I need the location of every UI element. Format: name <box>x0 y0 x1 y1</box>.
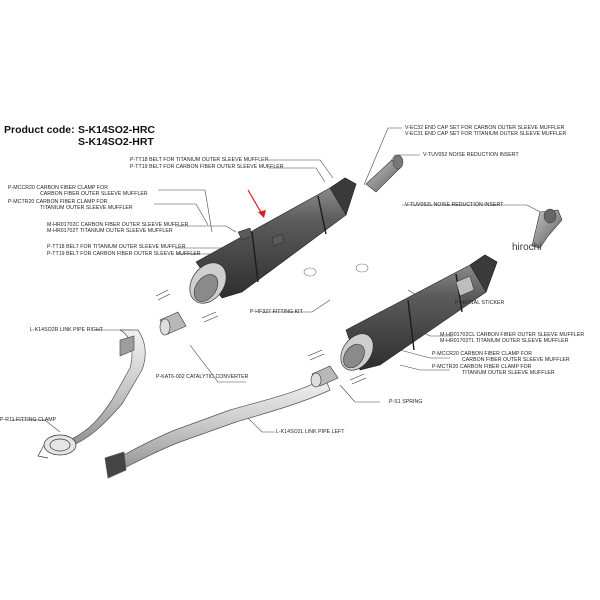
label-pmctr20-right-1: P-MCTR20 CARBON FIBER CLAMP FOR <box>432 364 532 370</box>
product-code-label: Product code: <box>4 124 75 136</box>
coupling-parts-shape <box>155 263 369 388</box>
noise-inserts-shape <box>365 154 563 249</box>
label-pmccr20-left-2: CARBON FIBER OUTER SLEEVE MUFFLER <box>40 191 148 197</box>
label-ps1: P-S1 SPRING <box>389 399 423 405</box>
label-mhr01702c: M-HR01702C CARBON FIBER OUTER SLEEVE MUF… <box>47 222 189 228</box>
fitting-clamp-shape <box>37 434 77 459</box>
watermark: hirochi <box>512 242 542 253</box>
label-pmccr20-right-1: P-MCCR20 CARBON FIBER CLAMP FOR <box>432 351 533 357</box>
label-vec32: V-EC32 END CAP SET FOR CARBON OUTER SLEE… <box>405 125 565 131</box>
label-pr11: P-R11 FITTING CLAMP <box>0 417 57 423</box>
label-ptt19-mid: P-TT19 BELT FOR CARBON FIBER OUTER SLEEV… <box>47 251 201 257</box>
label-pmctr20-left-1: P-MCTR20 CARBON FIBER CLAMP FOR <box>8 199 108 205</box>
product-code-1: S-K14SO2-HRC <box>78 124 156 136</box>
label-pmccr20-right-2: CARBON FIBER OUTER SLEEVE MUFFLER <box>462 357 570 363</box>
label-vec31: V-EC31 END CAP SET FOR TITANIUM OUTER SL… <box>405 131 567 137</box>
label-mhr01702t: M-HR01702T TITANIUM OUTER SLEEVE MUFFLER <box>47 228 173 234</box>
label-mhr01702cl: M-HR01702CL CARBON FIBER OUTER SLEEVE MU… <box>440 332 585 338</box>
label-phst1al: P-HST1AL STICKER <box>455 300 505 306</box>
label-tuv052l: V-TUV052L NOISE REDUCTION INSERT <box>405 202 504 208</box>
label-pmccr20-left-1: P-MCCR20 CARBON FIBER CLAMP FOR <box>8 185 109 191</box>
muffler-left-shape <box>340 254 498 371</box>
label-ptt18-top: P-TT18 BELT FOR TITANIUM OUTER SLEEVE MU… <box>130 157 269 163</box>
label-pmctr20-left-2: TITANIUM OUTER SLEEVE MUFFLER <box>40 205 133 211</box>
label-phf327: P-HF327 FITTING KIT <box>250 309 303 315</box>
label-ptt18-mid: P-TT18 BELT FOR TITANIUM OUTER SLEEVE MU… <box>47 244 186 250</box>
label-lk14so2r: L-K14SO2R LINK PIPE RIGHT <box>30 327 104 333</box>
label-ptt19-top: P-TT19 BELT FOR CARBON FIBER OUTER SLEEV… <box>130 164 284 170</box>
muffler-right-shape <box>189 177 357 304</box>
label-pkat6: P-KAT6-002 CATALYTIC CONVERTER <box>156 374 249 380</box>
label-tuv052: V-TUV052 NOISE REDUCTION INSERT <box>423 152 519 158</box>
red-arrow <box>247 189 266 218</box>
label-pmctr20-right-2: TITANIUM OUTER SLEEVE MUFFLER <box>462 370 555 376</box>
label-lk14so2l: L-K14SO2L LINK PIPE LEFT <box>276 429 345 435</box>
link-pipes-shape <box>65 329 331 479</box>
label-mhr01702tl: M-HR01702TL TITANIUM OUTER SLEEVE MUFFLE… <box>440 338 569 344</box>
product-code-2: S-K14SO2-HRT <box>78 136 154 148</box>
